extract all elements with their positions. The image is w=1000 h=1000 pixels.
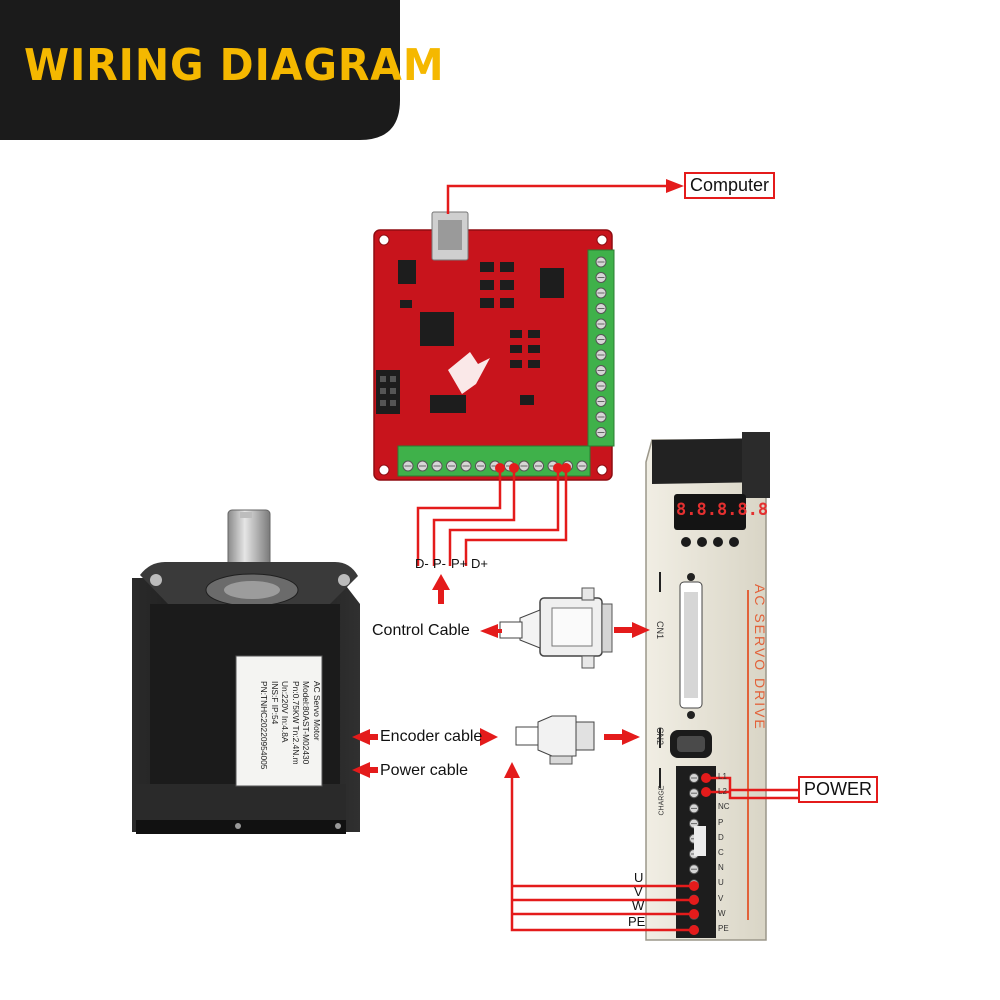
drive-terminal-label: L1 xyxy=(718,772,727,781)
power-lead-l2 xyxy=(706,790,798,800)
cn2-port xyxy=(670,730,712,758)
drive-terminal-label: U xyxy=(718,878,724,888)
signal-label-p-minus: P- xyxy=(433,556,446,571)
phase-label-v: V xyxy=(634,884,643,899)
motor-nameplate-text: AC Servo Motor Model:80AST-M02430 Pn:0.7… xyxy=(236,681,323,815)
nameplate-line: Pn:0.75KW Tn:2.4N.m xyxy=(291,681,301,765)
usb-wire xyxy=(446,184,668,214)
arrow-to-cn2 xyxy=(622,729,640,745)
cn1-port xyxy=(679,573,703,719)
drive-terminal-label: PE xyxy=(718,924,729,933)
phase-label-w: W xyxy=(632,898,645,913)
power-lead-l1 xyxy=(706,776,798,792)
encoder-connector xyxy=(515,715,595,765)
arrow-encoder-right xyxy=(480,728,498,746)
nameplate-line: AC Servo Motor xyxy=(312,681,322,741)
drive-terminal-label: NC xyxy=(718,802,730,812)
header-banner xyxy=(0,0,400,140)
wires xyxy=(416,184,798,932)
drive-terminal-label: D xyxy=(718,832,724,842)
drive-terminal-label: L2 xyxy=(718,787,727,797)
arrow-to-cn1 xyxy=(632,622,650,638)
drive-terminal-label: V xyxy=(718,893,724,903)
idc-header xyxy=(376,370,400,414)
cn2-label: CN2 xyxy=(655,727,665,746)
motor-nameplate xyxy=(235,655,323,787)
arrow-up-signals xyxy=(432,574,450,590)
wire-d-minus xyxy=(416,466,502,566)
cn1-label: CN1 xyxy=(655,621,665,640)
drive-terminal-label: C xyxy=(718,848,724,857)
arrow-encoder-motor xyxy=(352,729,370,745)
servo-motor xyxy=(132,509,360,834)
encoder-cable-label: Encoder cable xyxy=(380,728,483,745)
arrow-control-left xyxy=(480,624,498,638)
drive-terminal-label: W xyxy=(718,908,726,918)
drive-keypad xyxy=(681,537,739,547)
drive-terminal-label: N xyxy=(718,863,724,873)
servo-drive xyxy=(645,432,770,941)
arrow-power-up xyxy=(504,762,520,778)
phase-label-pe: PE xyxy=(628,914,646,929)
nameplate-line: PN:TNHC20220954005 xyxy=(259,681,270,770)
db25-connector xyxy=(499,587,613,669)
nameplate-line: Model:80AST-M02430 xyxy=(301,681,312,765)
drive-display-digits: 8.8.8.8.8 xyxy=(676,500,769,520)
nameplate-line: INS:F IP:54 xyxy=(270,681,280,725)
arrows xyxy=(352,179,684,778)
wire-dots xyxy=(495,463,711,935)
power-label: POWER xyxy=(798,776,879,803)
drive-brand-text: AC SERVO DRIVE xyxy=(752,584,768,731)
phase-label-u: U xyxy=(634,870,644,885)
power-cable-trunk xyxy=(510,772,694,932)
signal-label-p-plus: P+ xyxy=(451,556,468,571)
page-title: WIRING DIAGRAM xyxy=(24,40,445,91)
wire-p-minus xyxy=(432,466,516,566)
signal-label-d-minus: D- xyxy=(415,556,429,571)
power-cable-label: Power cable xyxy=(380,762,469,779)
arrow-power-motor xyxy=(352,762,370,778)
wire-p-plus xyxy=(448,466,560,566)
mcu-chip xyxy=(420,312,454,346)
signal-label-d-plus: D+ xyxy=(471,556,488,571)
wire-d-plus xyxy=(464,466,568,566)
control-cable-label: Control Cable xyxy=(372,622,470,639)
charge-label: CHARGE xyxy=(658,785,666,816)
motion-controller-board xyxy=(373,211,615,481)
nameplate-line: Un:220V In:4.8A xyxy=(280,681,291,743)
drive-display xyxy=(674,494,746,530)
drive-terminal-label: P xyxy=(718,817,724,827)
computer-label: Computer xyxy=(684,172,776,199)
